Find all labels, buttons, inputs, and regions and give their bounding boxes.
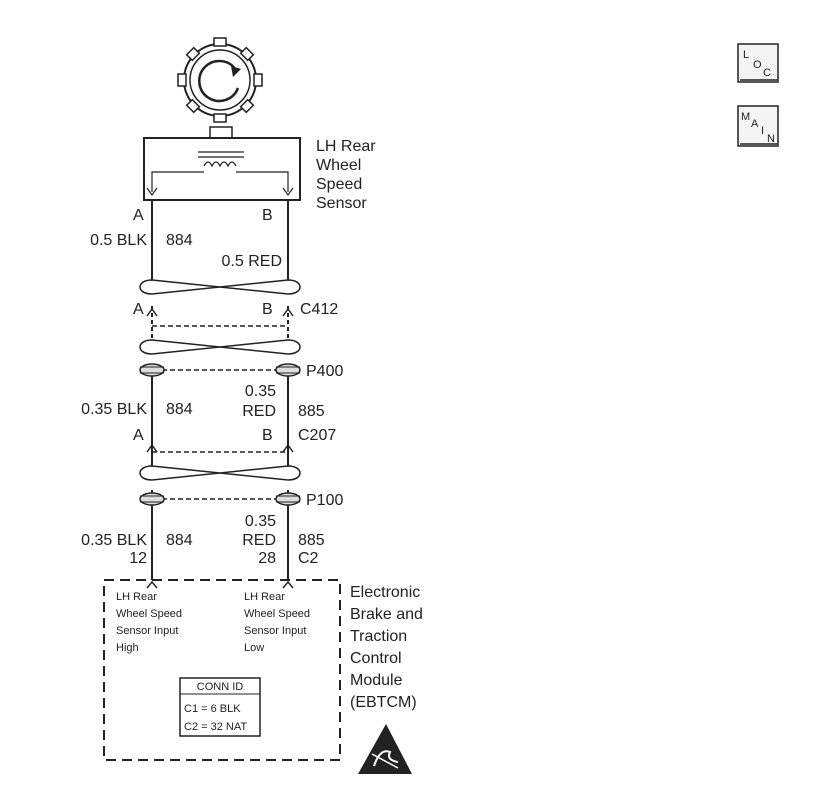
wire-a-upper-gauge-color: 0.5 BLK <box>90 232 147 249</box>
wire-a-lower-gauge-color: 0.35 BLK <box>81 532 147 549</box>
svg-text:Wheel Speed: Wheel Speed <box>116 608 182 620</box>
svg-text:Control: Control <box>350 650 402 667</box>
connector-p100-pair <box>139 492 301 506</box>
svg-text:Brake and: Brake and <box>350 606 423 623</box>
svg-text:Sensor: Sensor <box>316 195 367 212</box>
svg-text:Speed: Speed <box>316 176 362 193</box>
module-title: Electronic Brake and Traction Control Mo… <box>350 584 423 711</box>
svg-text:Electronic: Electronic <box>350 584 420 601</box>
svg-text:O: O <box>753 59 762 71</box>
wire-b-mid-color: RED <box>242 403 276 420</box>
svg-text:Traction: Traction <box>350 628 407 645</box>
svg-text:C: C <box>763 67 771 79</box>
sensor-pin-b: B <box>262 207 273 224</box>
svg-text:N: N <box>767 133 775 145</box>
wire-b-lower-circuit: 885 <box>298 532 325 549</box>
connector-c207 <box>139 443 301 481</box>
svg-text:Module: Module <box>350 672 403 689</box>
svg-text:Low: Low <box>244 642 264 654</box>
esd-warning-icon <box>358 724 412 774</box>
svg-text:(EBTCM): (EBTCM) <box>350 694 417 711</box>
svg-text:C2 = 32 NAT: C2 = 32 NAT <box>184 721 247 733</box>
svg-text:M: M <box>741 111 750 123</box>
conn-id-table: CONN ID C1 = 6 BLK C2 = 32 NAT <box>179 677 261 737</box>
connector-p400-pair <box>139 325 301 377</box>
wire-a-mid-gauge-color: 0.35 BLK <box>81 401 147 418</box>
module-pin-b: 28 <box>258 550 276 567</box>
svg-text:Sensor Input: Sensor Input <box>244 625 306 637</box>
wire-b-mid-gauge: 0.35 <box>245 383 276 400</box>
c412-pin-a: A <box>133 301 144 318</box>
svg-text:High: High <box>116 642 139 654</box>
wire-b-mid-circuit: 885 <box>298 403 325 420</box>
ebtcm-module <box>103 579 341 761</box>
svg-text:LH Rear: LH Rear <box>244 591 285 603</box>
svg-text:LH Rear: LH Rear <box>116 591 157 603</box>
svg-text:Sensor Input: Sensor Input <box>116 625 178 637</box>
module-pin-a: 12 <box>129 550 147 567</box>
tone-wheel-icon <box>177 37 263 123</box>
wire-b-lower-color: RED <box>242 532 276 549</box>
c412-name: C412 <box>300 301 338 318</box>
p100-label: P100 <box>306 492 343 509</box>
sensor-pin-a: A <box>133 207 144 224</box>
svg-text:A: A <box>751 118 759 130</box>
wire-b-upper-gauge-color: 0.5 RED <box>222 253 282 270</box>
wire-a-upper-circuit: 884 <box>166 232 193 249</box>
wire-a-mid-circuit: 884 <box>166 401 193 418</box>
connector-c412 <box>139 279 301 317</box>
main-button[interactable]: M A I N <box>737 105 779 147</box>
wheel-speed-sensor <box>143 126 301 201</box>
svg-text:C1 = 6 BLK: C1 = 6 BLK <box>184 703 241 715</box>
input-high-label: LH Rear Wheel Speed Sensor Input High <box>116 591 182 654</box>
c207-name: C207 <box>298 427 336 444</box>
wire-b-lower-gauge: 0.35 <box>245 513 276 530</box>
c207-pin-a: A <box>133 427 144 444</box>
svg-text:L: L <box>743 49 749 61</box>
svg-text:I: I <box>761 125 764 137</box>
svg-text:CONN ID: CONN ID <box>197 681 244 693</box>
svg-text:Wheel Speed: Wheel Speed <box>244 608 310 620</box>
wire-a-lower-circuit: 884 <box>166 532 193 549</box>
module-pin-markers <box>146 580 294 589</box>
svg-text:Wheel: Wheel <box>316 157 361 174</box>
c412-pin-b: B <box>262 301 273 318</box>
loc-button[interactable]: L O C <box>737 43 779 83</box>
p400-label: P400 <box>306 363 343 380</box>
input-low-label: LH Rear Wheel Speed Sensor Input Low <box>244 591 310 654</box>
component-title: LH Rear Wheel Speed Sensor <box>316 138 376 212</box>
svg-text:LH Rear: LH Rear <box>316 138 376 155</box>
module-connector: C2 <box>298 550 319 567</box>
c207-pin-b: B <box>262 427 273 444</box>
